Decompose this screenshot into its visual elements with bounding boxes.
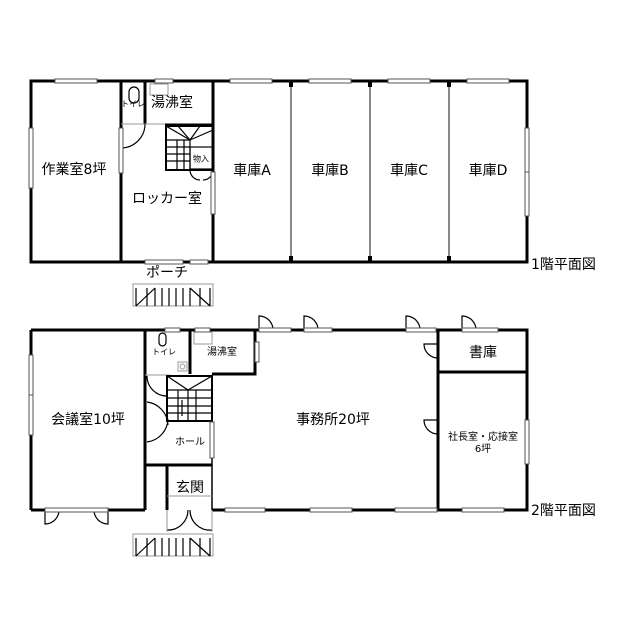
floor2-hall-label: ホール	[175, 436, 205, 448]
floor1-workroom-label: 作業室8坪	[42, 161, 107, 178]
floor1-garage-b-label: 車庫B	[311, 162, 349, 179]
floor2-toilet-label: トイレ	[152, 348, 176, 357]
floor2-meeting-label: 会議室10坪	[51, 411, 125, 428]
floor2-kitchenette-label: 湯沸室	[207, 345, 237, 358]
floor1-garage-a-label: 車庫A	[233, 162, 271, 179]
floor1-locker-label: ロッカー室	[132, 190, 202, 207]
floor2-entrance-label: 玄関	[176, 479, 204, 496]
floor1-porch-label: ポーチ	[146, 265, 188, 281]
floor1-toilet-label: トイレ	[121, 100, 145, 109]
floor1-storage-label: 物入	[193, 154, 209, 164]
floor1-garage-c-label: 車庫C	[390, 162, 428, 179]
floor2-president-size: 6坪	[475, 442, 491, 455]
floor2-president-label: 社長室・応接室	[448, 430, 518, 443]
floor1-kitchenette-label: 湯沸室	[151, 94, 193, 111]
floor2-office-label: 事務所20坪	[296, 412, 370, 428]
floor2-caption: 2階平面図	[531, 503, 596, 519]
floor2-plan: 会議室10坪 トイレ 湯沸室 ホール 玄関 事務所20坪 書庫 社長室・応接室 …	[28, 315, 596, 557]
floor2-entrance-stairs	[132, 533, 214, 557]
floor1-plan: 物入 トイレ ポーチ	[28, 78, 596, 307]
floor1-garage-d-label: 車庫D	[469, 162, 508, 179]
floor1-caption: 1階平面図	[531, 257, 596, 273]
floor2-archive-label: 書庫	[469, 344, 497, 361]
floor1-porch-stairs	[132, 283, 214, 307]
floor2-stairs	[166, 375, 213, 421]
